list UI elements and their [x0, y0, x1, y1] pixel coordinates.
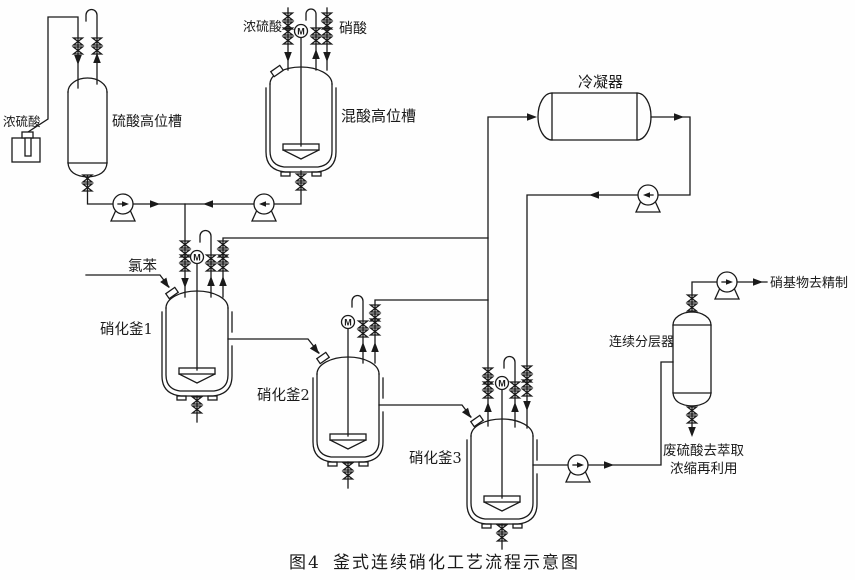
pipe-kettle1-vent-gooseneck: [199, 229, 212, 298]
pump-separator-overhead: [714, 271, 740, 300]
label-chlorobenzene: 氯苯: [128, 258, 157, 275]
sulfuric-acid-tank: [67, 77, 108, 178]
pipe-vapor-riser-to-condenser: [487, 116, 531, 427]
flow-arrow-icon: [674, 113, 684, 121]
motor-kettle1: M: [189, 249, 205, 265]
motor-mixed-tank: M: [293, 23, 309, 39]
pump-mixed-acid: [251, 193, 277, 222]
flow-arrow-icon: [181, 278, 189, 288]
label-product-out: 硝基物去精制: [770, 276, 848, 291]
flow-arrow-icon: [284, 52, 292, 62]
pumps: [110, 184, 740, 483]
flow-arrow-icon: [359, 342, 367, 352]
motor-kettle2: M: [340, 314, 356, 330]
pipe-condenser-outlet: [650, 116, 691, 196]
piping-lines: [27, 7, 768, 550]
kettle1-feed-nozzle: [165, 286, 179, 300]
label-feed-sulfuric: 浓硫酸: [243, 20, 282, 35]
pipe-kettle1-overflow: [227, 338, 320, 354]
label-separator: 连续分层器: [609, 334, 674, 350]
sulfuric-acid-source: [11, 131, 41, 163]
pipe-sulfuric-tank-vent-gooseneck: [85, 8, 98, 85]
label-mixed-tank: 混酸高位槽: [341, 107, 416, 125]
pipe-source-to-sulfuric-tank: [27, 16, 79, 133]
flow-arrow-icon: [203, 200, 213, 208]
flow-arrow-icon: [219, 276, 227, 286]
pipe-kettle3-vent-gooseneck: [503, 355, 516, 428]
flow-arrow-icon: [323, 52, 331, 62]
acid-carboy-diptube: [24, 137, 32, 157]
flow-arrow-icon: [604, 461, 614, 469]
motor-kettle3: M: [494, 375, 510, 391]
motor-label: M: [297, 27, 305, 37]
label-kettle1: 硝化釜1: [100, 321, 153, 338]
flow-arrows: [74, 49, 763, 469]
pump-product: [565, 454, 591, 483]
flow-arrow-icon: [74, 55, 82, 65]
label-kettle2: 硝化釜2: [257, 387, 310, 404]
kettle3-feed-nozzle: [470, 414, 484, 428]
pump-condensate: [635, 184, 661, 213]
flow-arrow-icon: [484, 402, 492, 412]
flow-arrow-icon: [371, 342, 379, 352]
flow-arrow-icon: [207, 276, 215, 286]
label-feed-nitric: 硝酸: [339, 21, 367, 37]
acid-carboy-cap: [21, 131, 34, 139]
flow-arrow-icon: [523, 401, 531, 411]
pipe-mixed-tank-outlet: [273, 170, 302, 205]
flow-arrow-icon: [309, 343, 322, 357]
flow-arrow-icon: [753, 278, 763, 286]
pipe-product-to-separator: [587, 361, 674, 466]
figure-caption: 图4 釜式连续硝化工艺流程示意图: [289, 553, 580, 573]
pipe-sulfuric-tank-outlet: [86, 175, 114, 205]
mixed-tank-nozzle: [270, 64, 284, 78]
motor-label: M: [498, 379, 506, 389]
agitator-motors: M M M M: [189, 23, 510, 391]
diagram-labels: 浓硫酸 硫酸高位槽 浓硫酸 硝酸 混酸高位槽 冷凝器 氯苯 硝化釜1 硝化釜2 …: [3, 20, 848, 477]
caption-title: 釜式连续硝化工艺流程示意图: [333, 553, 580, 573]
pipe-separator-top-outlet: [691, 281, 719, 313]
pipe-kettle2-overflow: [378, 404, 472, 418]
pump-sulfuric-acid: [110, 193, 136, 222]
caption-prefix: 图4: [289, 553, 321, 573]
label-source-acid: 浓硫酸: [3, 114, 41, 129]
motor-label: M: [344, 318, 352, 328]
flow-arrow-icon: [150, 200, 160, 208]
pipe-mixedtank-vent-gooseneck: [305, 8, 317, 71]
label-kettle3: 硝化釜3: [409, 450, 462, 467]
condenser-vessel: [537, 92, 652, 141]
label-sulfuric-tank: 硫酸高位槽: [112, 113, 182, 130]
flow-arrow-icon: [527, 113, 537, 121]
label-condenser: 冷凝器: [578, 73, 623, 91]
flow-arrow-icon: [312, 49, 320, 59]
flow-arrow-icon: [461, 407, 475, 421]
pipe-kettle2-vapor-line: [374, 299, 489, 364]
pipe-condensate-return: [526, 194, 639, 429]
flow-arrow-icon: [511, 402, 519, 412]
flow-arrow-icon: [589, 191, 599, 199]
motor-label: M: [193, 253, 201, 263]
pipe-chlorobenzene-feed: [85, 274, 170, 288]
flow-arrow-icon: [688, 427, 696, 437]
flow-arrow-icon: [160, 277, 173, 291]
valves: [72, 12, 698, 542]
continuous-separator: [672, 311, 712, 407]
pipe-kettle1-vapor-line: [222, 237, 489, 298]
label-waste-out-2: 浓缩再利用: [670, 461, 738, 477]
label-waste-out-1: 废硫酸去萃取: [663, 443, 744, 459]
pipe-kettle2-vent-gooseneck: [351, 294, 364, 364]
